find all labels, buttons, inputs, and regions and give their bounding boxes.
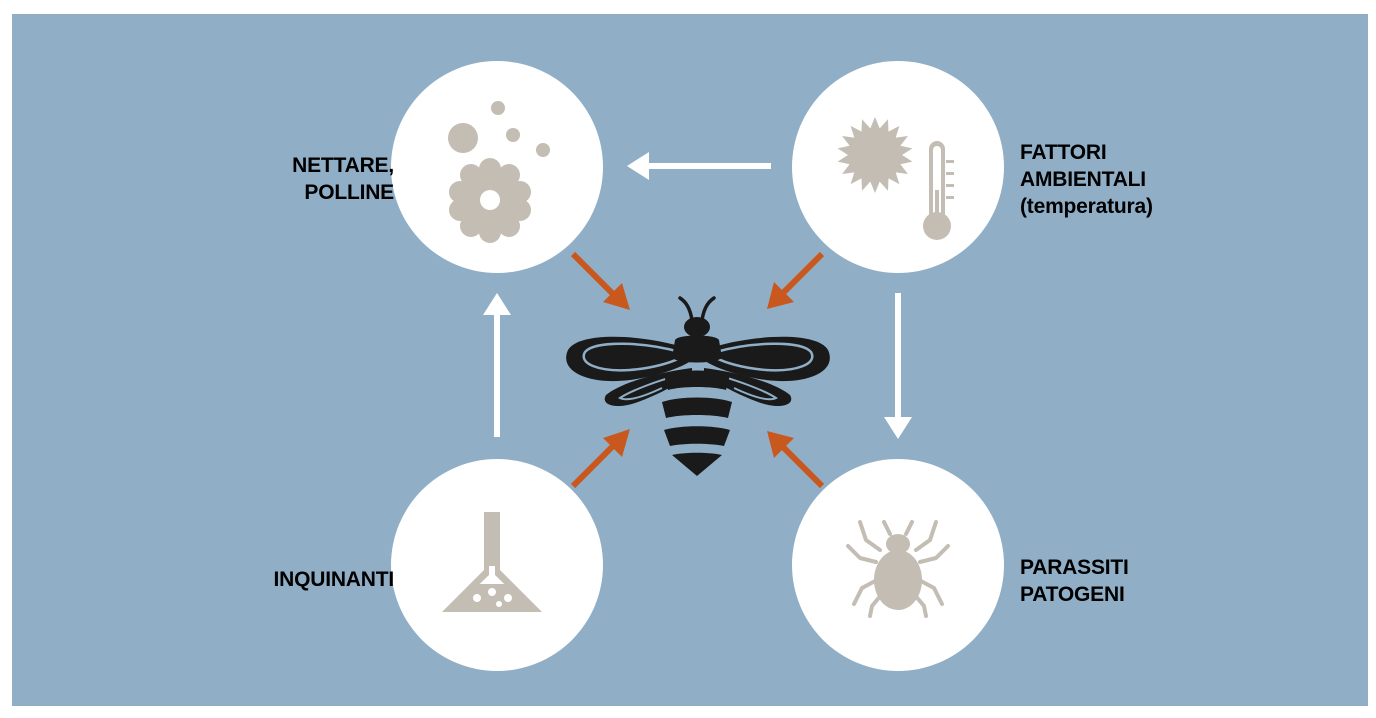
label-nectar: NETTARE, POLLINE [222,152,394,206]
node-environment [792,61,1004,273]
diagram-panel: NETTARE, POLLINE FATTORI AMBIENTALI (tem… [12,14,1368,706]
node-pollutants [391,459,603,671]
label-environment: FATTORI AMBIENTALI (temperatura) [1020,139,1153,220]
label-line: PARASSITI [1020,554,1129,581]
label-line: INQUINANTI [192,566,394,593]
label-line: AMBIENTALI [1020,166,1153,193]
node-nectar [391,61,603,273]
label-line: POLLINE [222,179,394,206]
label-line: FATTORI [1020,139,1153,166]
label-line: NETTARE, [222,152,394,179]
node-parasites [792,459,1004,671]
label-line: (temperatura) [1020,193,1153,220]
label-line: PATOGENI [1020,581,1129,608]
diagram-canvas [12,14,1368,706]
label-parasites: PARASSITI PATOGENI [1020,554,1129,608]
label-pollutants: INQUINANTI [192,566,394,593]
